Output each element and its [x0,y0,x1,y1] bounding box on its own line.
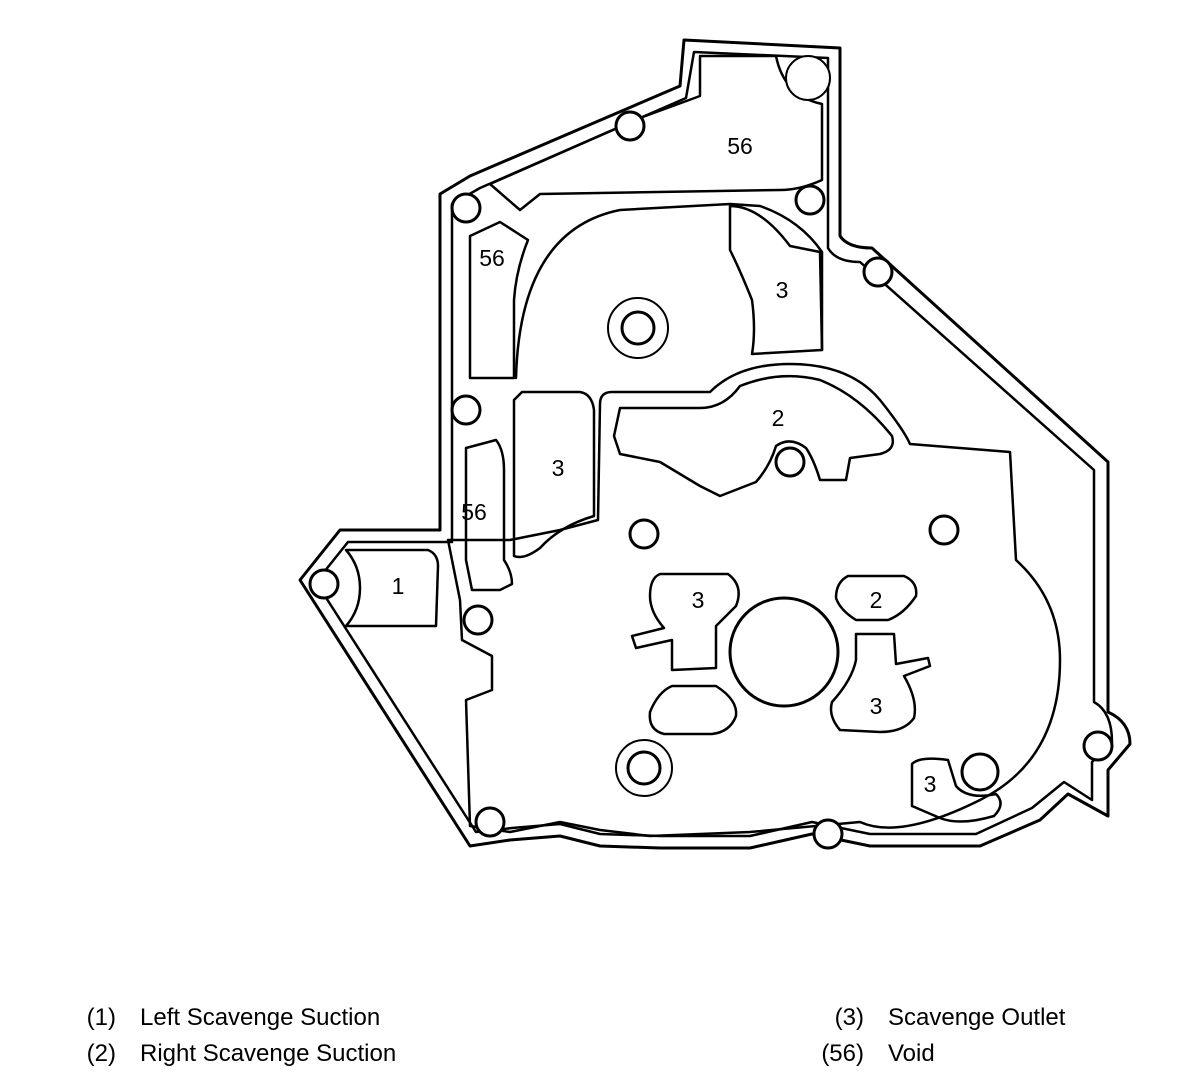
slot-lower-left [648,684,738,736]
legend-number: (3) [834,1004,864,1031]
legend-number: (2) [86,1040,116,1067]
bolt-hole [928,514,960,546]
legend-label: Scavenge Outlet [888,1004,1066,1031]
legend-item: (56) Void [812,1036,1065,1072]
bolt-hole [774,446,806,478]
bolt-hole [960,752,1000,792]
right-suction-center-outline [834,574,918,622]
void-left-lower-outline [464,438,514,592]
bolt-hole [785,55,831,101]
left-suction-outline [344,548,440,628]
outlet-center-left-outline [630,572,740,672]
legend-right: (3) Scavenge Outlet (56) Void [812,1000,1065,1072]
gasket-diagram: 56 56 56 3 3 3 3 3 2 2 1 [298,38,1132,850]
callout-outlet-center-right: 3 [870,693,883,719]
upper-chamber-arc [514,202,824,380]
bolt-hole [308,568,340,600]
callout-right-suction-center: 2 [870,587,883,613]
legend-number: (56) [821,1040,864,1067]
gasket-outer-outline [298,38,1132,850]
bolt-hole [812,818,844,850]
bolt-hole [474,806,506,838]
bolt-hole [628,518,660,550]
bolt-hole [450,192,482,224]
void-left-upper-outline [468,220,530,380]
callout-outlet-center-left: 3 [692,587,705,613]
outlet-lower-right-outline [910,757,1002,823]
gasket-inner-outline [314,50,1114,838]
bolt-hole [450,394,482,426]
legend-label: Void [888,1040,935,1067]
legend-item: (3) Scavenge Outlet [812,1000,1066,1036]
bolt-hole [794,184,826,216]
outlet-center-right-outline [829,632,932,734]
callout-void-left-lower: 56 [461,499,487,525]
legend-item: (2) Right Scavenge Suction [80,1036,397,1072]
legend-left: (1) Left Scavenge Suction (2) Right Scav… [80,1000,397,1072]
callout-outlet-left: 3 [552,455,565,481]
void-top-outline [488,54,824,212]
callout-outlet-upper-right: 3 [776,277,789,303]
legend-label: Right Scavenge Suction [140,1040,397,1067]
outlet-left-outline [512,390,596,559]
bolt-hole [862,256,894,288]
bolt-hole [614,110,646,142]
central-bore [728,596,840,708]
central-chamber-outline [446,362,1062,838]
legend-label: Left Scavenge Suction [140,1004,381,1031]
legend-item: (1) Left Scavenge Suction [80,1000,396,1036]
outlet-upper-right-outline [728,204,824,356]
callout-void-left-upper: 56 [479,245,505,271]
callout-left-suction: 1 [392,573,405,599]
legend-number: (1) [86,1004,116,1031]
callout-right-suction-upper: 2 [772,405,785,431]
callout-outlet-lower-right: 3 [924,771,937,797]
right-suction-upper-outline [612,374,894,498]
bolt-hole [626,750,662,786]
bolt-hole [1082,730,1114,762]
bolt-hole [462,604,494,636]
bolt-hole [620,310,656,346]
callout-void-top: 56 [727,133,753,159]
